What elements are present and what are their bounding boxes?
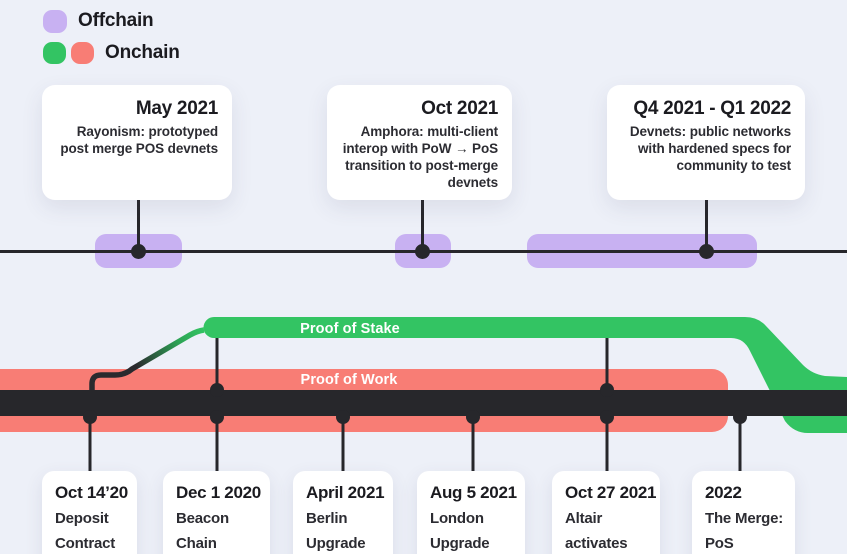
card-description: London Upgrade [430, 510, 490, 552]
dot-beacon-top [210, 383, 224, 397]
connector-q4-2021 [705, 200, 708, 252]
offchain-card-q4-2021-q1-2022: Q4 2021 - Q1 2022 Devnets: public networ… [607, 85, 805, 200]
onchain-card-london: Aug 5 2021 London Upgrade [417, 471, 525, 554]
main-chain-band [0, 390, 847, 416]
onchain-card-altair: Oct 27 2021 Altair activates [552, 471, 660, 554]
card-description: Berlin Upgrade [306, 510, 366, 552]
card-title: April 2021 [306, 483, 385, 502]
card-title: Q4 2021 - Q1 2022 [633, 98, 791, 119]
connector-oct-2021 [421, 200, 424, 252]
onchain-red-swatch-icon [71, 42, 94, 64]
onchain-card-berlin: April 2021 Berlin Upgrade [293, 471, 393, 554]
card-description: Deposit Contract Deployed [55, 510, 116, 552]
offchain-swatch-icon [43, 9, 67, 33]
pos-band-label: Proof of Stake [300, 321, 400, 337]
legend: Offchain Onchain [43, 8, 180, 72]
chain-bands-graphic: Proof of Stake Proof of Work [0, 317, 847, 475]
pos-branch-curve [89, 327, 205, 394]
pow-band-label: Proof of Work [301, 372, 399, 388]
card-description: Rayonism: prototyped post merge POS devn… [60, 124, 218, 156]
legend-onchain-label: Onchain [105, 42, 180, 63]
card-description: Altair activates [565, 510, 628, 552]
card-title: Aug 5 2021 [430, 483, 517, 502]
dot-deposit-contract [83, 410, 97, 424]
legend-row-onchain: Onchain [43, 40, 180, 66]
card-title: Dec 1 2020 [176, 483, 261, 502]
onchain-card-beacon-chain: Dec 1 2020 Beacon Chain launches [163, 471, 270, 554]
timeline-dot-oct-2021 [415, 244, 430, 259]
card-description: The Merge: PoS replaces PoW [705, 510, 784, 552]
dot-berlin [336, 410, 350, 424]
card-title: Oct 14’20 [55, 483, 128, 502]
connector-may-2021 [137, 200, 140, 252]
card-description: Beacon Chain launches [176, 510, 229, 552]
dot-altair-top [600, 383, 614, 397]
card-description: Amphora: multi-client interop with PoW →… [342, 124, 498, 190]
onchain-card-merge: 2022 The Merge: PoS replaces PoW [692, 471, 795, 554]
legend-offchain-label: Offchain [78, 10, 154, 31]
card-title: Oct 27 2021 [565, 483, 657, 502]
card-description: Devnets: public networks with hardened s… [629, 124, 791, 173]
offchain-card-may-2021: May 2021 Rayonism: prototyped post merge… [42, 85, 232, 200]
offchain-card-oct-2021: Oct 2021 Amphora: multi-client interop w… [327, 85, 512, 200]
card-title: May 2021 [135, 98, 218, 119]
legend-row-offchain: Offchain [43, 8, 180, 34]
dot-altair [600, 410, 614, 424]
onchain-card-deposit-contract: Oct 14’20 Deposit Contract Deployed [42, 471, 137, 554]
card-title: 2022 [705, 483, 742, 502]
dot-london [466, 410, 480, 424]
pos-band [203, 317, 847, 433]
dot-beacon-chain [210, 410, 224, 424]
timeline-dot-q4-2021 [699, 244, 714, 259]
dot-merge [733, 410, 747, 424]
timeline-dot-may-2021 [131, 244, 146, 259]
card-title: Oct 2021 [421, 98, 498, 119]
onchain-green-swatch-icon [43, 42, 66, 64]
